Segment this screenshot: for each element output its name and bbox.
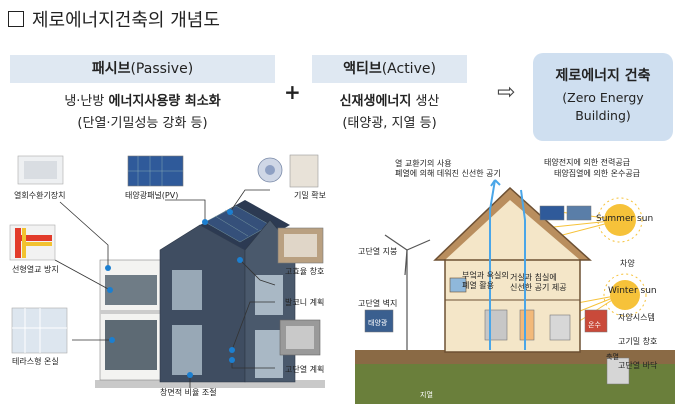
label-summer-sun: Summer sun bbox=[596, 214, 654, 224]
active-line1-a: 신재생에너지 bbox=[339, 94, 412, 109]
label-heat-exchange2: 폐열에 의해 데워진 신선한 공기 bbox=[395, 169, 501, 178]
result-block: 제로에너지 건축 (Zero Energy Building) bbox=[533, 53, 673, 141]
marker-dot bbox=[229, 347, 235, 353]
thumb-terrace bbox=[11, 307, 68, 354]
label-hot-water: 온수 bbox=[588, 321, 601, 329]
label-fresh-air2: 신선한 공기 제공 bbox=[510, 283, 567, 292]
roof-collector-thumb bbox=[566, 205, 592, 221]
section-house bbox=[433, 186, 592, 353]
label-pv-power: 태양전지에 의한 전력공급 bbox=[544, 158, 631, 167]
connector-airtight bbox=[229, 189, 270, 213]
active-line2: (태양광, 지열 등) bbox=[342, 116, 437, 131]
thumb-thermal-bridge bbox=[9, 224, 56, 261]
label-insulation-plan: 고단열 계획 bbox=[285, 365, 325, 374]
active-block: 액티브(Active) 신재생에너지 생산 (태양광, 지열 등) bbox=[312, 55, 467, 135]
result-line2: (Zero Energy bbox=[562, 90, 644, 105]
label-fresh-air: 거실과 침실에 bbox=[510, 273, 557, 282]
house-illustration-right bbox=[355, 179, 675, 404]
label-wall-insulation: 고단열 벽지 bbox=[358, 299, 398, 308]
label-heat-exchange: 열 교환기의 사용 bbox=[395, 159, 452, 168]
label-window: 고효율 창호 bbox=[285, 267, 325, 276]
marker-dot bbox=[105, 265, 111, 271]
connector-solar bbox=[165, 199, 206, 222]
result-line3: Building) bbox=[575, 108, 631, 123]
marker-dot bbox=[229, 357, 235, 363]
result-line1: 제로에너지 건축 bbox=[555, 68, 651, 84]
summer-sun-icon bbox=[597, 197, 643, 243]
storage-thumb bbox=[606, 357, 630, 385]
connector-heat-recovery bbox=[59, 201, 109, 268]
passive-header-sub: (Passive) bbox=[130, 61, 194, 77]
thumb-heat-recovery bbox=[17, 155, 64, 185]
label-pv-small: 태양광 bbox=[368, 319, 388, 327]
active-line1-b: 생산 bbox=[411, 94, 440, 109]
thumb-solar-panel bbox=[127, 155, 184, 187]
passive-line1: 냉·난방 에너지사용량 최소화 bbox=[10, 91, 275, 113]
arrow-right-icon: ⇨ bbox=[497, 80, 516, 105]
marker-dot bbox=[187, 372, 193, 378]
active-header: 액티브(Active) bbox=[312, 55, 467, 83]
active-header-sub: (Active) bbox=[381, 61, 436, 77]
marker-dot bbox=[202, 219, 208, 225]
marker-dot bbox=[109, 337, 115, 343]
label-geo: 지열 bbox=[420, 391, 433, 399]
ground-soil bbox=[355, 350, 675, 364]
connector-thermal-bridge bbox=[54, 259, 111, 291]
ground-strip bbox=[95, 380, 325, 388]
connector-balcony bbox=[231, 301, 275, 351]
winter-sun-icon bbox=[603, 273, 647, 317]
label-high-window: 고기밀 창호 bbox=[618, 337, 658, 346]
house-illustration-left bbox=[9, 154, 325, 388]
hot-water-thumb bbox=[584, 309, 608, 333]
dark-house-volume bbox=[159, 200, 290, 383]
white-house-volume bbox=[99, 259, 163, 381]
thumb-insulation bbox=[279, 319, 321, 356]
label-waste-heat2: 폐열 활용 bbox=[462, 281, 494, 290]
label-window-ratio: 창면적 비율 조절 bbox=[160, 388, 217, 397]
active-line1: 신재생에너지 생산 bbox=[312, 91, 467, 113]
label-thermal-bridge: 선형열교 방지 bbox=[12, 265, 59, 274]
label-balcony: 발코니 계획 bbox=[285, 298, 325, 307]
label-roof-insulation: 고단열 지붕 bbox=[358, 247, 398, 256]
connector-window bbox=[239, 259, 276, 286]
checkbox-square-icon bbox=[8, 11, 24, 27]
airflow-arrows bbox=[489, 179, 526, 350]
label-waste-heat: 부엌과 욕실의 bbox=[462, 271, 509, 280]
label-terrace: 테라스형 온실 bbox=[12, 357, 59, 366]
label-shading: 차양 bbox=[620, 259, 635, 268]
title-text: 제로에너지건축의 개념도 bbox=[32, 10, 220, 31]
label-heat-recovery: 열회수환기장치 bbox=[14, 191, 66, 200]
roof-pv-thumb bbox=[539, 205, 565, 221]
passive-line1-a: 냉·난방 bbox=[64, 94, 109, 109]
label-winter-sun: Winter sun bbox=[608, 286, 657, 296]
passive-line2: (단열·기밀성능 강화 등) bbox=[77, 116, 208, 131]
marker-dot bbox=[237, 257, 243, 263]
label-floor-insulation: 고단열 바닥 bbox=[618, 361, 658, 370]
plus-sign: + bbox=[284, 80, 301, 104]
wind-turbine-icon bbox=[384, 234, 431, 350]
label-natural-system: 자양시스템 bbox=[618, 313, 655, 322]
passive-header-main: 패시브 bbox=[91, 61, 131, 77]
label-solar-panel: 태양광패널(PV) bbox=[125, 191, 179, 200]
label-storage: 축열 bbox=[606, 353, 619, 361]
passive-block: 패시브(Passive) 냉·난방 에너지사용량 최소화 (단열·기밀성능 강화… bbox=[10, 55, 275, 135]
thumb-window bbox=[277, 227, 324, 264]
passive-line1-b: 에너지사용량 최소화 bbox=[108, 94, 221, 109]
active-header-main: 액티브 bbox=[343, 61, 382, 77]
marker-dot bbox=[107, 287, 113, 293]
pv-small-thumb bbox=[364, 309, 394, 333]
page-title: 제로에너지건축의 개념도 bbox=[8, 6, 220, 32]
label-solar-hot: 태양집열에 의한 온수공급 bbox=[554, 169, 641, 178]
label-airtight: 기밀 확보 bbox=[294, 191, 326, 200]
thumb-airtight bbox=[257, 154, 319, 188]
passive-header: 패시브(Passive) bbox=[10, 55, 275, 83]
marker-dot bbox=[227, 209, 233, 215]
